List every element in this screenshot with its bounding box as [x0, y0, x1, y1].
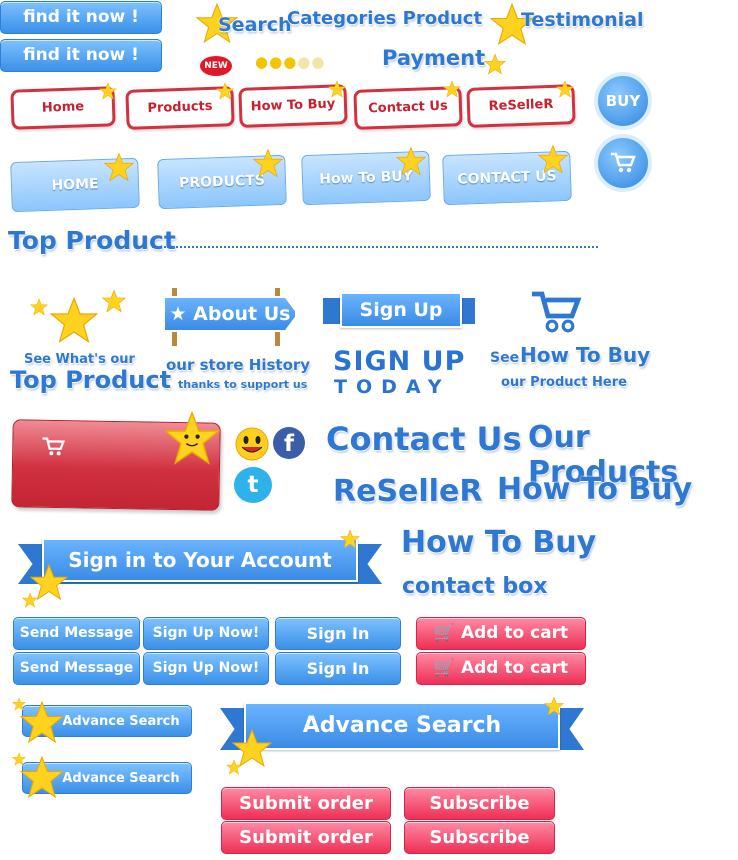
new-badge: NEW: [200, 56, 232, 76]
star-icon: [22, 592, 38, 608]
about-us-sign[interactable]: ★ About Us: [163, 296, 297, 332]
thanks-text: thanks to support us: [178, 378, 308, 391]
rating-star-empty: ●: [297, 53, 312, 71]
add-to-cart-button-1[interactable]: 🛒 Add to cart: [416, 617, 586, 650]
find-it-now-button-2[interactable]: find it now !: [0, 39, 162, 72]
cart-icon: [42, 437, 66, 456]
buy-circle-button[interactable]: BUY: [594, 72, 652, 130]
dotted-divider: [152, 246, 598, 248]
subscribe-button-2[interactable]: Subscribe: [404, 821, 555, 854]
rating-stars: ●●●●●: [255, 53, 325, 71]
smiling-star-icon: [164, 410, 220, 465]
star-icon: [104, 152, 134, 182]
our-products-link-big[interactable]: Our Products: [528, 420, 679, 490]
contact-us-link-big[interactable]: Contact Us: [326, 420, 522, 458]
cart-icon: [532, 291, 582, 333]
star-icon: [556, 80, 574, 98]
today-text: TODAY: [334, 376, 451, 398]
star-icon: [196, 2, 238, 44]
rating-star-empty: ●: [311, 53, 326, 71]
star-icon: [544, 696, 564, 716]
star-icon: [232, 728, 272, 768]
star-icon: [12, 752, 26, 766]
how-to-buy-link-big-2[interactable]: How To Buy: [401, 525, 597, 560]
star-icon: [102, 289, 126, 313]
our-product-here-text: our Product Here: [501, 375, 627, 390]
sign-up-now-button-2[interactable]: Sign Up Now!: [143, 652, 269, 685]
star-icon: [490, 2, 534, 46]
star-icon: [538, 144, 568, 174]
cart-circle-button[interactable]: [594, 134, 652, 192]
categories-product-link[interactable]: Categories Product: [287, 8, 483, 29]
sign-in-banner[interactable]: Sign in to Your Account: [42, 538, 358, 582]
twitter-icon[interactable]: t: [234, 467, 272, 503]
sign-in-button-2[interactable]: Sign In: [275, 652, 401, 685]
add-to-cart-label: Add to cart: [460, 658, 569, 678]
add-to-cart-button-2[interactable]: 🛒 Add to cart: [416, 652, 586, 685]
send-message-button-1[interactable]: Send Message: [13, 617, 140, 650]
sign-in-button-1[interactable]: Sign In: [275, 617, 401, 650]
about-us-label: About Us: [193, 303, 291, 325]
find-it-now-button-1[interactable]: find it now !: [0, 1, 162, 34]
store-history-text: our store History: [166, 356, 311, 374]
rating-star-filled: ●: [255, 53, 270, 71]
see-text: See: [490, 350, 520, 366]
star-icon: [30, 563, 68, 601]
submit-order-button-2[interactable]: Submit order: [221, 821, 391, 854]
submit-order-button-1[interactable]: Submit order: [221, 787, 391, 820]
star-icon: [484, 53, 506, 75]
search-link[interactable]: Search: [218, 14, 292, 36]
add-to-cart-label: Add to cart: [460, 623, 569, 643]
advance-search-banner[interactable]: Advance Search: [244, 702, 560, 750]
star-icon: [253, 148, 283, 178]
star-icon: ★: [169, 303, 187, 325]
star-icon: [328, 80, 346, 98]
subscribe-button-1[interactable]: Subscribe: [404, 787, 555, 820]
star-icon: [99, 82, 117, 100]
star-icon: [396, 146, 426, 176]
star-icon: [226, 759, 242, 775]
star-icon: [30, 298, 48, 316]
star-icon: [20, 755, 64, 799]
star-icon: [20, 700, 64, 744]
red-cart-box[interactable]: [11, 419, 221, 511]
star-icon: [50, 296, 98, 344]
star-icon: [216, 82, 234, 100]
cart-icon: 🛒: [433, 623, 456, 643]
cart-icon: 🛒: [433, 658, 456, 678]
testimonial-link[interactable]: Testimonial: [521, 9, 644, 31]
star-icon: [443, 80, 461, 98]
star-icon: [340, 529, 360, 549]
star-icon: [12, 697, 26, 711]
facebook-icon[interactable]: f: [273, 427, 305, 459]
contact-box-link[interactable]: contact box: [402, 574, 548, 599]
sign-up-big-text[interactable]: SIGN UP: [333, 346, 466, 377]
sign-up-ribbon[interactable]: Sign Up: [340, 292, 462, 328]
whats-our-text: See What's our: [24, 352, 135, 367]
how-to-buy-link-big[interactable]: How To Buy: [497, 472, 693, 507]
cart-icon: [611, 152, 636, 173]
send-message-button-2[interactable]: Send Message: [13, 652, 140, 685]
top-product-feature[interactable]: Top Product: [10, 366, 172, 394]
smiley-icon[interactable]: [234, 426, 270, 462]
payment-link[interactable]: Payment: [382, 46, 486, 70]
rating-star-filled: ●: [269, 53, 284, 71]
how-to-buy-feature[interactable]: How To Buy: [520, 343, 651, 367]
sign-up-now-button-1[interactable]: Sign Up Now!: [143, 617, 269, 650]
reseller-link-big[interactable]: ReSelleR: [333, 474, 483, 509]
rating-star-filled: ●: [283, 53, 298, 71]
top-product-heading: Top Product: [8, 226, 176, 255]
